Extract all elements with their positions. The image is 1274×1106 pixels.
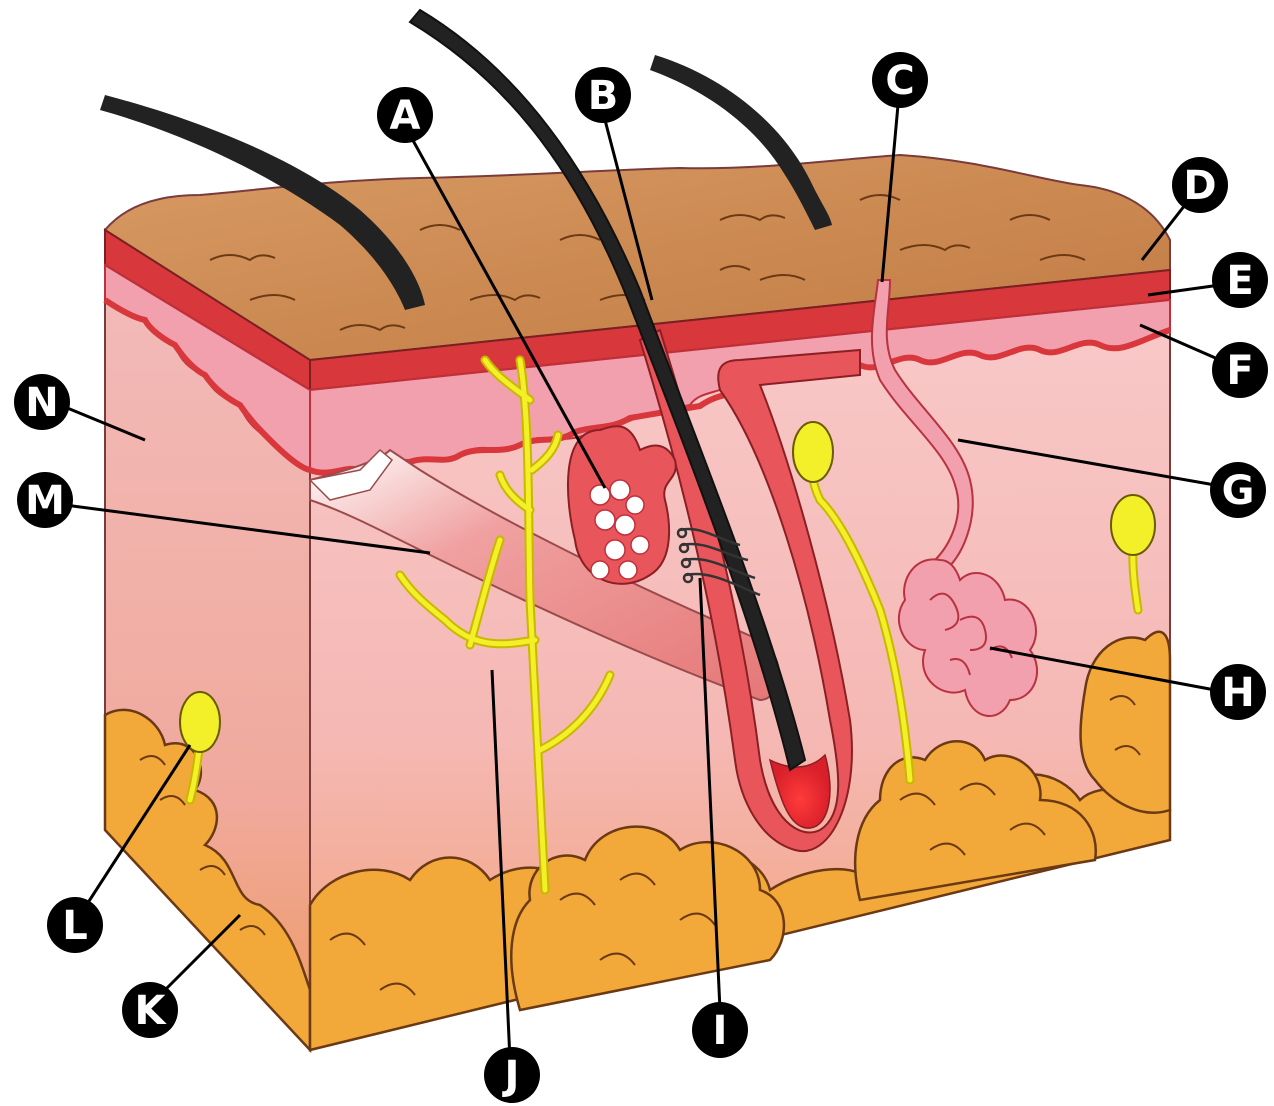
callout-K: K <box>122 982 178 1038</box>
callout-B: B <box>575 67 631 123</box>
callout-H: H <box>1210 664 1266 720</box>
callout-label-M: M <box>25 478 65 524</box>
callout-label-L: L <box>62 903 88 949</box>
callout-E: E <box>1212 252 1268 308</box>
callout-label-N: N <box>25 380 58 426</box>
callout-I: I <box>692 1002 748 1058</box>
callout-label-D: D <box>1183 163 1216 209</box>
receptor-left <box>180 692 220 752</box>
callout-label-J: J <box>502 1053 520 1099</box>
callout-label-F: F <box>1226 348 1253 394</box>
callout-label-B: B <box>588 73 619 119</box>
callout-J: J <box>484 1047 540 1103</box>
callout-label-I: I <box>713 1008 728 1054</box>
receptor-right <box>1111 495 1155 555</box>
callout-label-G: G <box>1222 468 1255 514</box>
callout-L: L <box>47 897 103 953</box>
receptor-upper-middle <box>793 422 833 482</box>
callout-label-C: C <box>885 58 914 104</box>
callout-N: N <box>14 374 70 430</box>
callout-A: A <box>377 87 433 143</box>
callout-label-E: E <box>1226 258 1253 304</box>
callout-label-A: A <box>390 93 421 139</box>
callout-M: M <box>17 472 73 528</box>
callout-F: F <box>1212 342 1268 398</box>
callout-C: C <box>872 52 928 108</box>
callout-label-H: H <box>1221 670 1254 716</box>
callout-G: G <box>1210 462 1266 518</box>
callout-D: D <box>1172 157 1228 213</box>
callout-label-K: K <box>135 988 168 1034</box>
